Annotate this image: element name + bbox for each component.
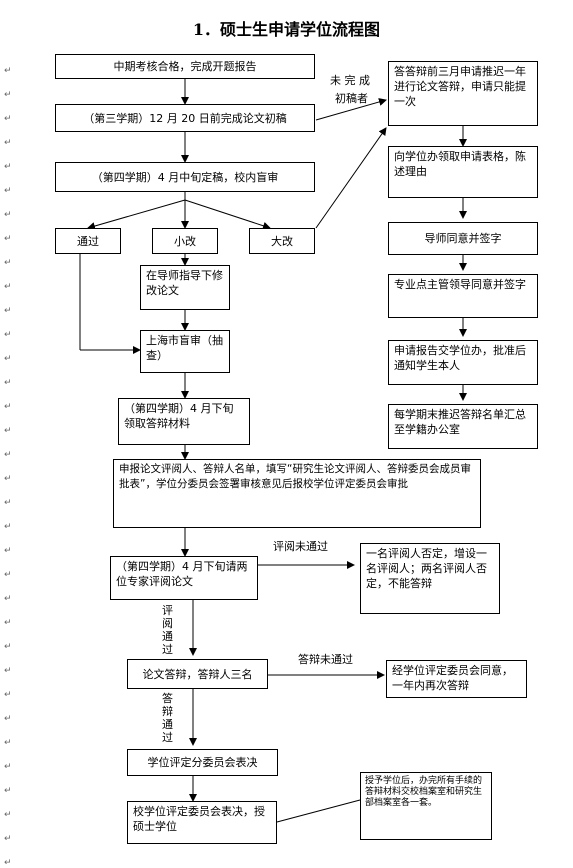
margin-return-mark: ↵ (4, 114, 12, 124)
margin-return-mark: ↵ (4, 474, 12, 484)
margin-return-mark: ↵ (4, 522, 12, 532)
margin-return-mark: ↵ (4, 546, 12, 556)
margin-return-mark: ↵ (4, 258, 12, 268)
margin-return-mark: ↵ (4, 618, 12, 628)
margin-return-mark: ↵ (4, 186, 12, 196)
margin-return-mark: ↵ (4, 210, 12, 220)
node-revise: 在导师指导下修改论文 (140, 265, 230, 310)
node-archive-note: 授予学位后，办完所有手续的答辩材料交校档案室和研究生部档案室各一套。 (360, 772, 492, 840)
margin-return-mark: ↵ (4, 450, 12, 460)
node-delay: 答答辩前三月申请推迟一年进行论文答辩，申请只能提一次 (388, 61, 538, 126)
label-unfinished-2: 初稿者 (335, 92, 368, 105)
margin-return-mark: ↵ (4, 594, 12, 604)
node-midterm: 中期考核合格，完成开题报告 (55, 54, 315, 79)
margin-return-mark: ↵ (4, 498, 12, 508)
node-shanghai: 上海市盲审（抽查） (140, 330, 230, 373)
margin-return-mark: ↵ (4, 810, 12, 820)
margin-return-mark: ↵ (4, 234, 12, 244)
margin-return-mark: ↵ (4, 786, 12, 796)
node-head: 专业点主管领导同意并签字 (388, 274, 538, 318)
margin-return-mark: ↵ (4, 426, 12, 436)
margin-return-mark: ↵ (4, 402, 12, 412)
page-title: 1．硕士生申请学位流程图 (192, 20, 381, 39)
margin-return-mark: ↵ (4, 282, 12, 292)
node-committee: 校学位评定委员会表决，授硕士学位 (127, 801, 277, 844)
node-draft: （第三学期）12 月 20 日前完成论文初稿 (55, 104, 315, 132)
margin-return-mark: ↵ (4, 834, 12, 844)
margin-return-mark: ↵ (4, 666, 12, 676)
margin-return-mark: ↵ (4, 66, 12, 76)
node-form: 向学位办领取申请表格，陈述理由 (388, 146, 538, 198)
node-defense: 论文答辩，答辩人三名 (127, 659, 268, 689)
label-defense-pass: 答辩通过 (162, 692, 173, 744)
node-summary: 每学期末推迟答辩名单汇总至学籍办公室 (388, 404, 538, 449)
node-final: （第四学期）4 月中旬定稿，校内盲审 (55, 162, 315, 192)
label-defense-fail: 答辩未通过 (298, 653, 353, 666)
margin-return-mark: ↵ (4, 570, 12, 580)
margin-return-mark: ↵ (4, 354, 12, 364)
label-review-fail: 评阅未通过 (273, 540, 328, 553)
node-expert: （第四学期）4 月下旬请两位专家评阅论文 (110, 556, 258, 600)
margin-return-mark: ↵ (4, 738, 12, 748)
margin-return-mark: ↵ (4, 642, 12, 652)
margin-return-mark: ↵ (4, 162, 12, 172)
margin-return-mark: ↵ (4, 762, 12, 772)
node-review-fail-note: 一名评阅人否定，增设一名评阅人；两名评阅人否定，不能答辩 (360, 543, 500, 614)
margin-return-mark: ↵ (4, 858, 12, 868)
margin-return-mark: ↵ (4, 330, 12, 340)
margin-return-mark: ↵ (4, 714, 12, 724)
node-materials: （第四学期）4 月下旬领取答辩材料 (118, 398, 250, 445)
margin-return-mark: ↵ (4, 90, 12, 100)
node-major: 大改 (249, 228, 315, 254)
margin-return-mark: ↵ (4, 138, 12, 148)
node-defense-fail-note: 经学位评定委员会同意，一年内再次答辩 (386, 660, 527, 698)
margin-return-mark: ↵ (4, 306, 12, 316)
node-minor: 小改 (152, 228, 218, 254)
node-notify: 申请报告交学位办，批准后通知学生本人 (388, 340, 538, 385)
node-subcommittee: 学位评定分委员会表决 (127, 749, 278, 776)
margin-return-mark: ↵ (4, 690, 12, 700)
margin-return-mark: ↵ (4, 378, 12, 388)
node-pass: 通过 (55, 228, 121, 254)
node-supervisor: 导师同意并签字 (388, 222, 538, 255)
node-report: 申报论文评阅人、答辩人名单，填写“研究生论文评阅人、答辩委员会成员审批表”，学位… (113, 459, 481, 528)
label-review-pass: 评阅通过 (162, 604, 173, 656)
label-unfinished: 未 完 成 (330, 74, 370, 87)
